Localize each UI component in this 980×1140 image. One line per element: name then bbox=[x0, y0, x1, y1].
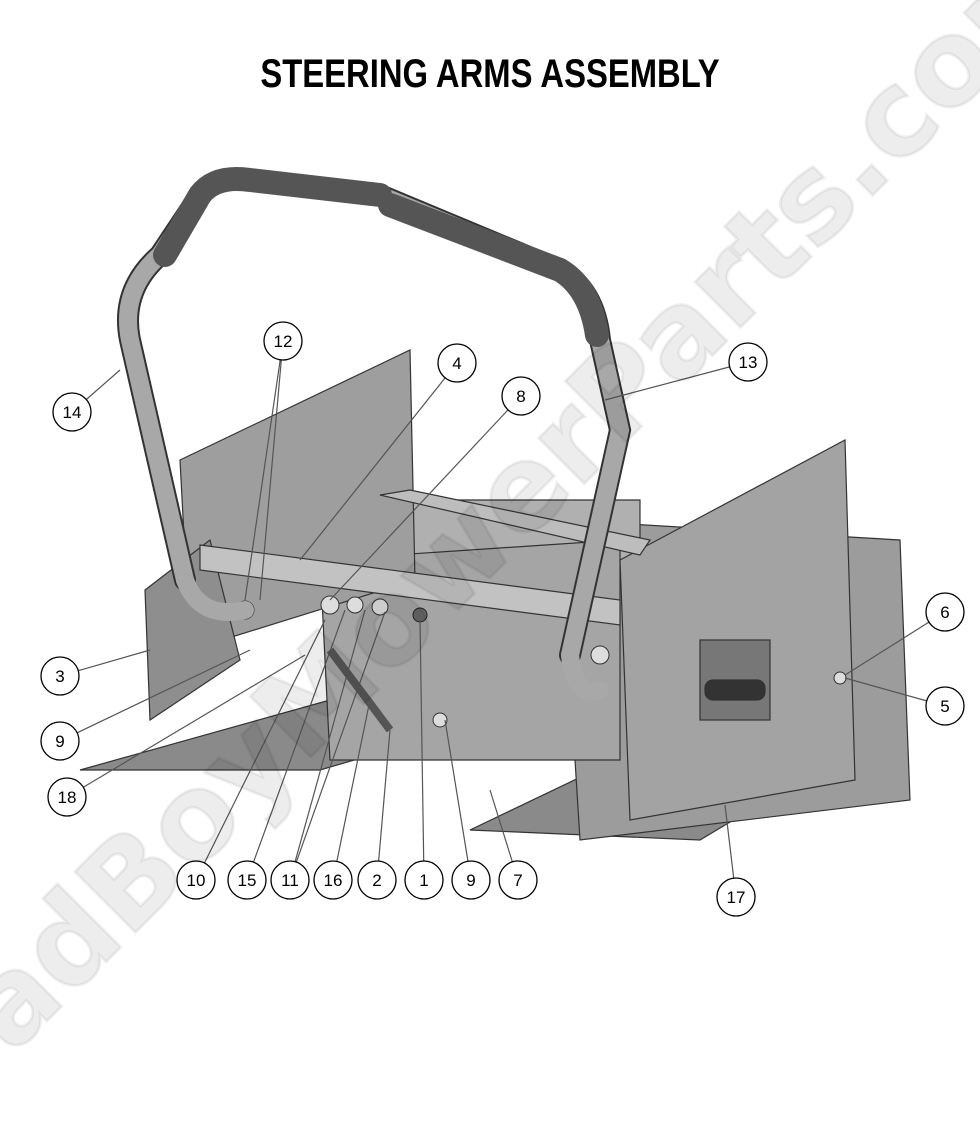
leader-line bbox=[244, 359, 281, 601]
leader-line bbox=[294, 609, 366, 862]
steering-arm-handle bbox=[117, 167, 632, 701]
callout-circle bbox=[728, 342, 768, 382]
callout-4: 4 bbox=[299, 343, 477, 561]
callout-circle bbox=[270, 860, 310, 900]
callout-circle bbox=[357, 860, 397, 900]
callout-label: 2 bbox=[372, 871, 381, 890]
leader-line bbox=[252, 609, 346, 863]
callout-label: 1 bbox=[419, 871, 428, 890]
callout-2: 2 bbox=[357, 729, 397, 900]
callout-label: 9 bbox=[55, 732, 64, 751]
callout-circle bbox=[498, 860, 538, 900]
callout-8: 8 bbox=[329, 376, 541, 601]
leader-line bbox=[83, 654, 306, 788]
callout-label: 7 bbox=[513, 871, 522, 890]
callout-18: 18 bbox=[47, 654, 306, 817]
callout-14: 14 bbox=[52, 369, 121, 432]
callout-circle bbox=[501, 376, 541, 416]
callout-circle bbox=[52, 392, 92, 432]
leader-line bbox=[299, 377, 446, 561]
callout-circle bbox=[313, 860, 353, 900]
callout-label: 18 bbox=[58, 788, 77, 807]
callout-label: 11 bbox=[281, 871, 299, 890]
callout-17: 17 bbox=[716, 804, 756, 917]
leader-line bbox=[489, 789, 513, 863]
callout-label: 8 bbox=[516, 387, 525, 406]
leader-line bbox=[724, 804, 735, 879]
callout-12: 12 bbox=[244, 321, 303, 601]
callout-circle bbox=[925, 686, 965, 726]
callout-13: 13 bbox=[604, 342, 768, 401]
callout-label: 5 bbox=[940, 697, 949, 716]
steering-linkage bbox=[235, 595, 847, 733]
callout-label: 12 bbox=[274, 332, 293, 351]
callout-label: 17 bbox=[727, 888, 746, 907]
callout-label: 15 bbox=[238, 871, 257, 890]
callout-label: 14 bbox=[63, 403, 82, 422]
leader-line bbox=[85, 369, 121, 400]
callout-label: 16 bbox=[324, 871, 343, 890]
callout-7: 7 bbox=[489, 789, 538, 900]
leader-line bbox=[76, 649, 251, 734]
leader-line bbox=[259, 359, 282, 601]
callout-circle bbox=[437, 343, 477, 383]
callout-label: 13 bbox=[739, 353, 758, 372]
leader-line bbox=[604, 366, 730, 401]
leader-line bbox=[378, 729, 391, 862]
leader-line bbox=[295, 611, 386, 863]
leader-line bbox=[329, 409, 509, 601]
callout-6: 6 bbox=[844, 592, 965, 676]
callout-circle bbox=[404, 860, 444, 900]
leader-line bbox=[336, 699, 371, 862]
callout-circle bbox=[925, 592, 965, 632]
diagram-title: STEERING ARMS ASSEMBLY bbox=[260, 52, 720, 96]
callout-label: 6 bbox=[940, 603, 949, 622]
leader-line bbox=[419, 619, 425, 862]
callout-label: 10 bbox=[187, 871, 206, 890]
callout-3: 3 bbox=[40, 649, 151, 696]
callout-15: 15 bbox=[227, 609, 346, 900]
callout-circle bbox=[47, 777, 87, 817]
leader-line bbox=[844, 677, 927, 702]
callout-10: 10 bbox=[176, 619, 326, 900]
leader-line bbox=[444, 719, 469, 862]
right-side-plate bbox=[619, 439, 856, 821]
leader-line bbox=[844, 621, 930, 676]
callout-circle bbox=[263, 321, 303, 361]
callout-label: 9 bbox=[466, 871, 475, 890]
callout-circle bbox=[227, 860, 267, 900]
callout-5: 5 bbox=[844, 677, 965, 726]
callout-circle bbox=[40, 721, 80, 761]
callout-circle bbox=[176, 860, 216, 900]
callout-9: 9 bbox=[40, 649, 251, 761]
leader-line bbox=[78, 649, 151, 672]
cross-bar bbox=[199, 489, 651, 626]
callout-circle bbox=[716, 877, 756, 917]
callout-11: 11 bbox=[270, 609, 386, 900]
callout-label: 4 bbox=[452, 354, 461, 373]
callout-circle bbox=[451, 860, 491, 900]
callout-1: 1 bbox=[404, 619, 444, 900]
callout-circle bbox=[40, 656, 80, 696]
callout-16: 16 bbox=[313, 699, 371, 900]
leader-line bbox=[203, 619, 326, 864]
callout-9: 9 bbox=[444, 719, 491, 900]
callout-label: 3 bbox=[55, 667, 64, 686]
